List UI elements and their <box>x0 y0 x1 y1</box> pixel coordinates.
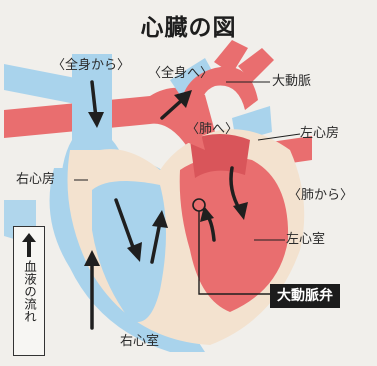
label-left-atrium: 左心房 <box>300 126 339 142</box>
label-aortic-valve: 大動脈弁 <box>270 284 340 308</box>
flow-legend: 血液の流れ <box>13 226 45 356</box>
label-right-ventricle: 右心室 <box>120 334 159 350</box>
label-left-ventricle: 左心室 <box>286 232 325 248</box>
page-title: 心臓の図 <box>0 8 377 42</box>
label-to-lungs: 〈肺へ〉 <box>186 122 238 138</box>
up-arrow-icon <box>21 232 37 258</box>
label-from-lungs: 〈肺から〉 <box>288 188 353 204</box>
label-right-atrium: 右心房 <box>16 172 55 188</box>
label-aorta: 大動脈 <box>272 74 311 90</box>
legend-text: 血液の流れ <box>14 260 44 323</box>
label-to-body: 〈全身へ〉 <box>148 66 213 82</box>
label-from-body: 〈全身から〉 <box>52 58 130 74</box>
